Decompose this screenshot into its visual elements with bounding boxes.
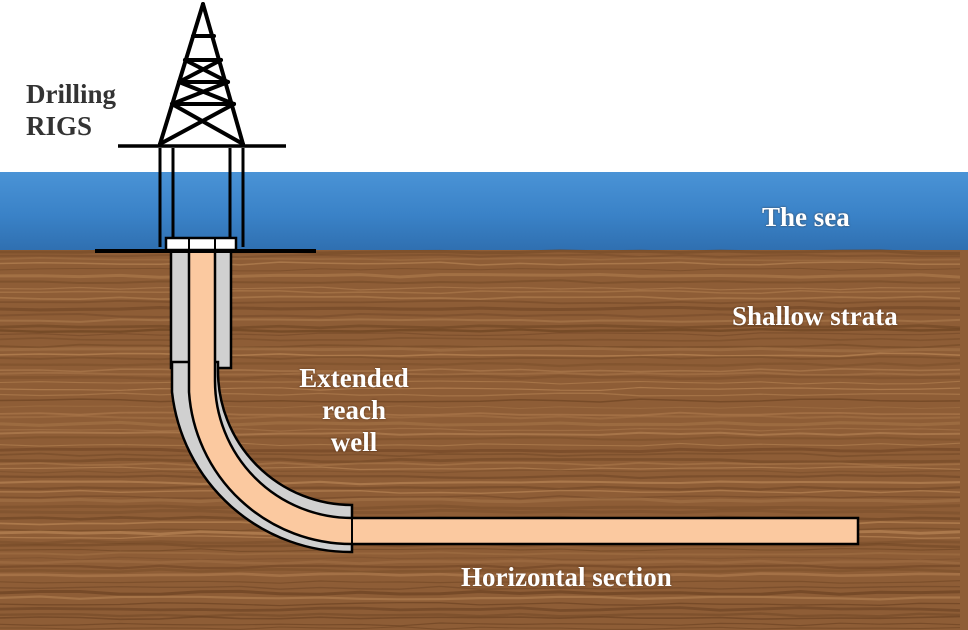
strata-band bbox=[0, 442, 961, 447]
drilling-rigs-label-line2: RIGS bbox=[26, 111, 93, 141]
extended-reach-well-label: Extended reach well bbox=[276, 362, 432, 458]
strata-band bbox=[0, 420, 961, 427]
strata-band bbox=[0, 392, 961, 397]
erw-label-line2: reach bbox=[322, 395, 386, 425]
strata-band bbox=[0, 585, 961, 590]
strata-band bbox=[0, 374, 961, 381]
strata-band bbox=[0, 380, 961, 385]
strata-band bbox=[0, 346, 961, 353]
drilling-rigs-label-line1: Drilling bbox=[26, 79, 117, 109]
sea-label: The sea bbox=[762, 202, 850, 232]
strata-band bbox=[0, 355, 961, 361]
strata-band bbox=[0, 411, 961, 417]
strata-band bbox=[0, 556, 961, 561]
strata-band bbox=[0, 497, 961, 504]
strata-band bbox=[0, 504, 961, 510]
erw-label-line1: Extended bbox=[299, 363, 409, 393]
strata-band bbox=[0, 332, 961, 337]
strata-band bbox=[0, 367, 961, 373]
strata-band bbox=[0, 469, 961, 474]
strata-band bbox=[0, 589, 961, 596]
strata-band bbox=[0, 612, 961, 618]
strata-band bbox=[0, 606, 961, 612]
strata-band bbox=[0, 427, 961, 432]
strata-band bbox=[0, 279, 961, 285]
strata-band bbox=[0, 261, 961, 266]
strata-band bbox=[0, 461, 961, 467]
shallow-strata-label: Shallow strata bbox=[732, 301, 898, 331]
strata-band bbox=[0, 436, 961, 441]
strata-band bbox=[0, 615, 961, 621]
strata-band bbox=[0, 327, 961, 334]
strata-band bbox=[0, 466, 961, 471]
strata-band bbox=[0, 312, 961, 319]
wellhead bbox=[164, 236, 238, 252]
strata-band bbox=[0, 480, 961, 486]
strata-band bbox=[0, 290, 961, 295]
strata-band bbox=[0, 567, 961, 574]
strata-band bbox=[0, 286, 961, 291]
strata-band bbox=[0, 572, 961, 578]
strata-band bbox=[0, 414, 961, 420]
strata-band bbox=[0, 601, 961, 607]
strata-band bbox=[0, 431, 961, 437]
strata-band bbox=[0, 318, 961, 323]
strata-band bbox=[0, 564, 961, 570]
strata-texture bbox=[0, 249, 961, 630]
drilling-rigs-label: Drilling RIGS bbox=[26, 78, 116, 142]
strata-band bbox=[0, 508, 961, 515]
strata-band bbox=[0, 256, 961, 262]
wellbore bbox=[187, 246, 860, 546]
strata-band bbox=[0, 595, 960, 601]
strata-band bbox=[0, 343, 961, 349]
strata-band bbox=[0, 305, 961, 312]
strata-band bbox=[0, 622, 961, 627]
wellhead-ticks bbox=[188, 238, 216, 250]
strata-band bbox=[0, 485, 961, 491]
platform-legs bbox=[158, 148, 245, 247]
strata-band bbox=[0, 548, 961, 552]
strata-band bbox=[0, 299, 960, 305]
strata-band bbox=[0, 495, 961, 500]
strata-band bbox=[0, 452, 961, 458]
horizontal-section-label: Horizontal section bbox=[461, 562, 672, 592]
strata-band bbox=[0, 559, 961, 566]
strata-band bbox=[0, 253, 961, 259]
strata-band bbox=[0, 267, 961, 272]
strata-band bbox=[0, 457, 961, 464]
strata-band bbox=[0, 295, 961, 300]
derrick-tower bbox=[158, 2, 245, 146]
strata-band bbox=[0, 324, 961, 330]
strata-band bbox=[0, 337, 961, 342]
strata-band bbox=[0, 580, 961, 584]
strata-band bbox=[0, 626, 961, 630]
erw-label-line3: well bbox=[330, 427, 378, 457]
strata-band bbox=[0, 386, 961, 392]
strata-band bbox=[0, 371, 961, 377]
strata-band bbox=[0, 489, 961, 495]
strata-band bbox=[0, 405, 961, 410]
strata-band bbox=[0, 361, 961, 368]
strata-band bbox=[0, 551, 961, 556]
strata-band bbox=[0, 447, 961, 454]
strata-band bbox=[0, 272, 961, 279]
strata-band bbox=[0, 352, 961, 358]
strata-band bbox=[0, 474, 961, 480]
strata-band bbox=[0, 398, 961, 403]
